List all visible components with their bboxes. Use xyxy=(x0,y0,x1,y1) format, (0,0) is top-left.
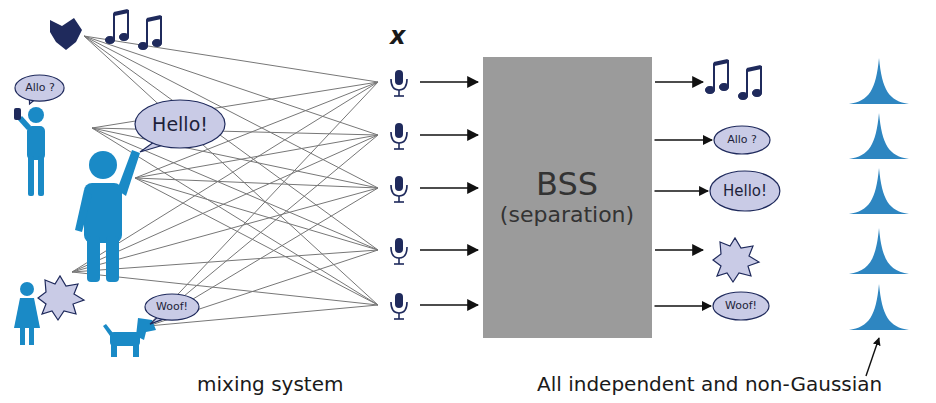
output-noise-bubble xyxy=(713,238,759,282)
output-arrow xyxy=(655,190,709,192)
distributions xyxy=(849,58,909,330)
speech-bubble: Hello! xyxy=(134,99,226,149)
bubble-join xyxy=(163,135,175,140)
noise-bubble xyxy=(38,276,84,320)
input-arrow xyxy=(420,81,478,83)
bubble-ellipse xyxy=(15,75,64,101)
bubble-join xyxy=(161,313,168,316)
mixing-line xyxy=(92,128,378,250)
speech-text: Hello! xyxy=(152,114,208,135)
microphone xyxy=(391,238,407,264)
output-arrow xyxy=(655,305,712,307)
mixing-line xyxy=(84,36,378,250)
caption-label: mixing system xyxy=(197,372,343,396)
mixing-lines xyxy=(72,36,378,326)
bubble-ellipse xyxy=(713,292,769,320)
mixing-line xyxy=(135,82,378,178)
mixing-line xyxy=(135,178,378,188)
mixing-line xyxy=(92,128,378,135)
mixing-line xyxy=(135,178,378,305)
process-box: BSS(separation) xyxy=(483,57,652,338)
input-arrow xyxy=(420,134,478,136)
variable-label: x xyxy=(390,22,405,50)
box-title: BSS xyxy=(536,167,598,202)
mixing-line xyxy=(84,36,378,135)
speech-bubble: Hello! xyxy=(709,170,781,212)
laplace-distribution xyxy=(849,228,909,274)
person-phone xyxy=(14,107,45,196)
bubble-ellipse xyxy=(135,100,225,148)
laplace-distribution xyxy=(849,284,909,330)
output-music-notes xyxy=(706,61,762,100)
input-arrow xyxy=(420,249,478,251)
music-notes xyxy=(106,11,162,50)
output-arrow xyxy=(655,249,703,251)
bubble-ellipse xyxy=(714,126,770,154)
microphone xyxy=(391,293,407,319)
speech-text: Woof! xyxy=(156,301,188,313)
speech-bubble: Allo ? xyxy=(713,125,771,155)
input-arrow xyxy=(420,187,478,189)
microphone xyxy=(391,70,407,96)
microphone xyxy=(391,176,407,202)
speech-bubble: Allo ? xyxy=(14,74,65,102)
bubble-ellipse xyxy=(145,294,199,320)
microphones xyxy=(391,70,407,319)
person-waving xyxy=(75,150,140,282)
laplace-distribution xyxy=(849,168,909,214)
mixing-line xyxy=(148,82,378,326)
speech-bubble: Woof! xyxy=(712,291,770,321)
input-arrow xyxy=(420,304,478,306)
speech-text: Hello! xyxy=(723,183,767,200)
animal-head xyxy=(50,18,82,50)
dog xyxy=(103,318,156,357)
speech-bubble: Woof! xyxy=(144,293,200,321)
bubble-join xyxy=(30,94,37,97)
pointer-arrow xyxy=(866,338,879,376)
box-subtitle: (separation) xyxy=(500,203,634,227)
mixing-line xyxy=(148,188,378,326)
caption-label: All independent and non-Gaussian xyxy=(537,372,882,396)
output-arrow xyxy=(655,81,703,83)
speech-text: Allo ? xyxy=(25,82,55,94)
laplace-distribution xyxy=(849,113,909,159)
woman xyxy=(14,282,40,345)
mixing-line xyxy=(135,178,378,250)
bubble-ellipse xyxy=(710,171,780,211)
laplace-distribution xyxy=(849,58,909,104)
speech-text: Woof! xyxy=(725,300,757,312)
output-arrow xyxy=(655,139,713,141)
speech-text: Allo ? xyxy=(727,134,757,146)
microphone xyxy=(391,123,407,149)
